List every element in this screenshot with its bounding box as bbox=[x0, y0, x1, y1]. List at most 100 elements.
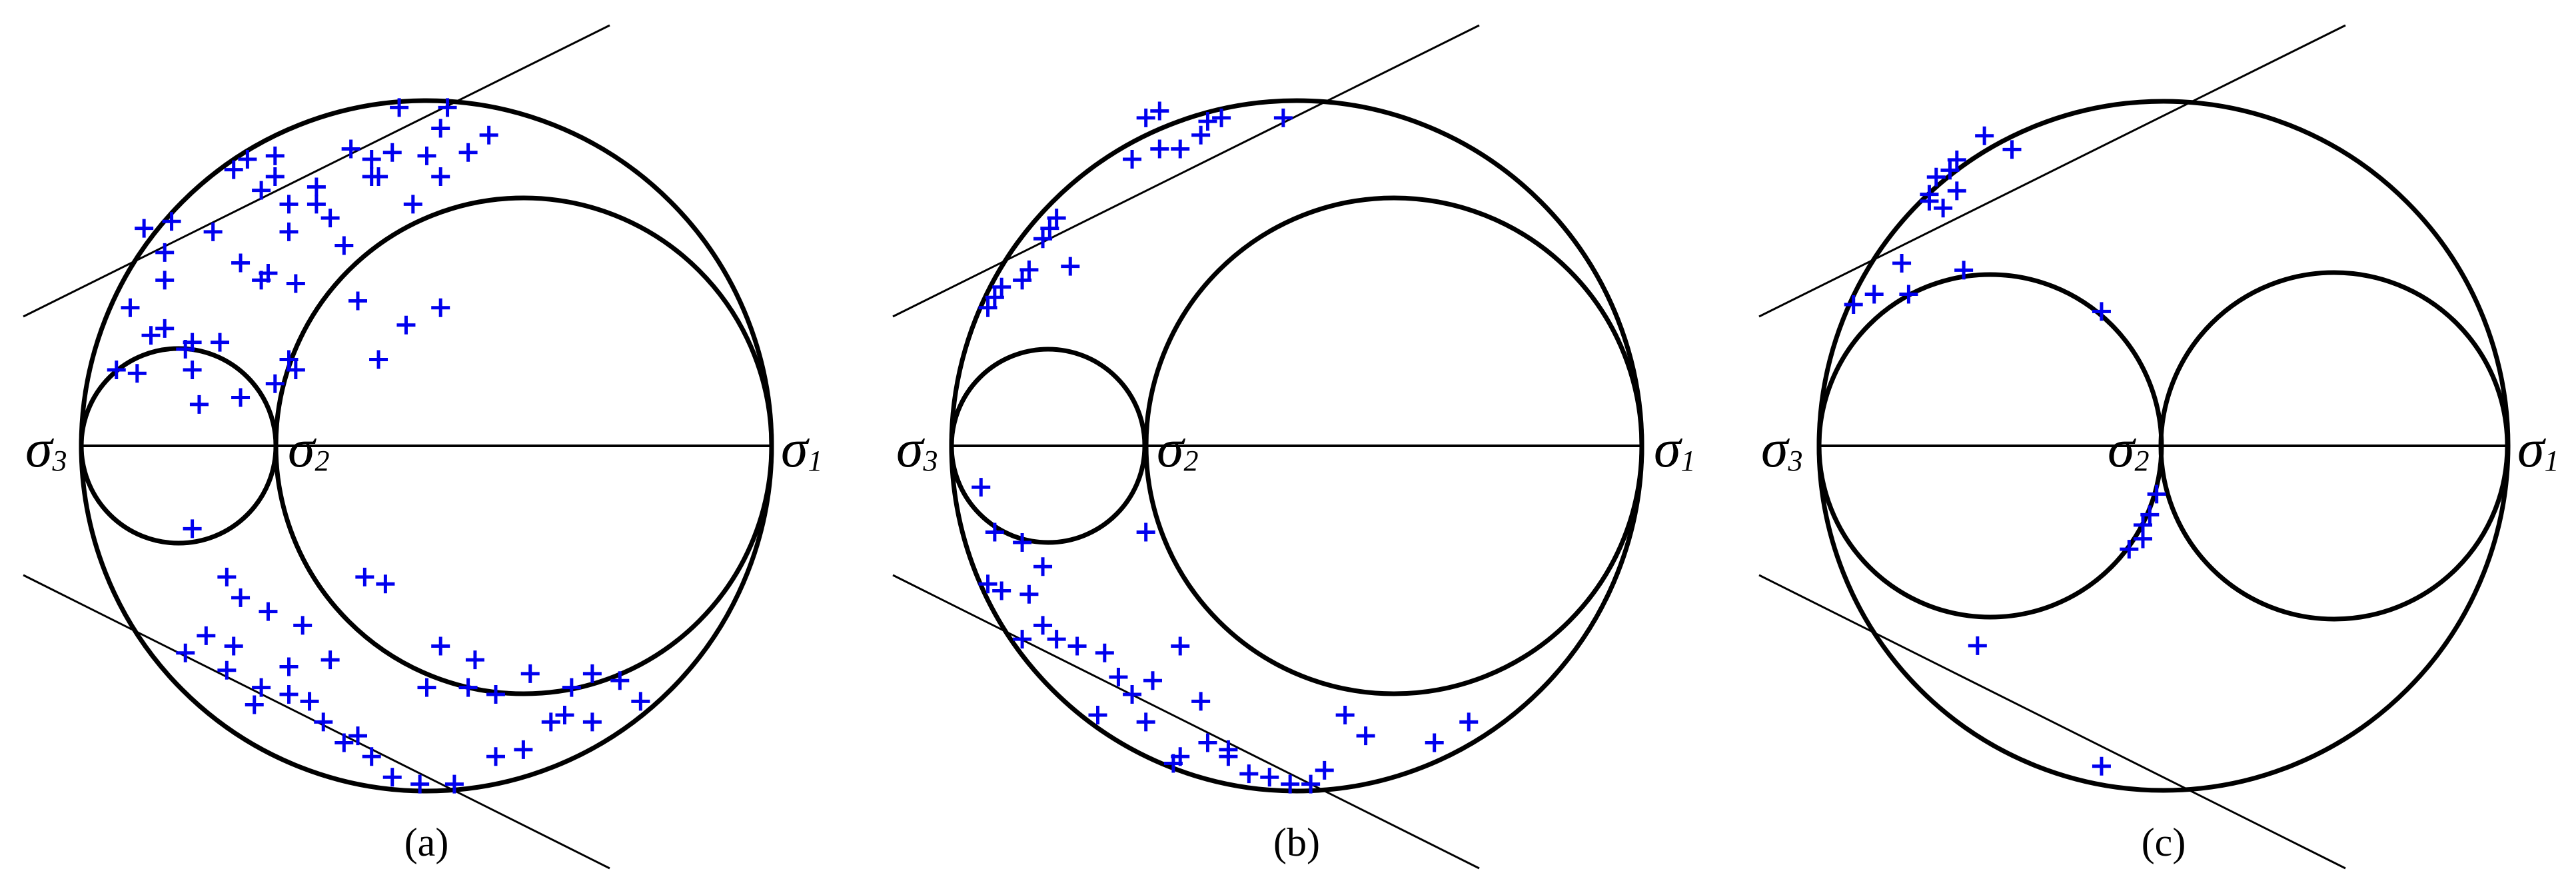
fracture-point-marker bbox=[1191, 692, 1211, 711]
fracture-point-marker bbox=[265, 374, 285, 393]
fracture-point-marker bbox=[1975, 126, 1994, 145]
fracture-point-marker bbox=[1940, 161, 1960, 180]
fracture-point-marker bbox=[631, 692, 650, 711]
fracture-point-marker bbox=[217, 660, 237, 680]
fracture-point-marker bbox=[176, 643, 195, 662]
fracture-point-marker bbox=[286, 274, 305, 293]
panel-c: σ3 σ2 σ1 (c) bbox=[1758, 24, 2559, 870]
fracture-point-marker bbox=[1061, 257, 1080, 276]
fracture-point-marker bbox=[1968, 636, 1987, 655]
fracture-point-marker bbox=[1040, 219, 1059, 238]
fracture-point-marker bbox=[217, 567, 237, 586]
fracture-point-marker bbox=[279, 657, 299, 676]
sigma2-label: σ2 bbox=[288, 418, 329, 478]
failure-envelope-lower bbox=[1758, 574, 2346, 870]
fracture-point-marker bbox=[1019, 584, 1039, 604]
fracture-point-marker bbox=[189, 395, 209, 414]
fracture-point-marker bbox=[224, 636, 243, 656]
fracture-point-marker bbox=[279, 195, 299, 214]
fracture-point-marker bbox=[417, 146, 436, 165]
fracture-point-marker bbox=[1136, 522, 1155, 542]
fracture-point-marker bbox=[252, 678, 271, 697]
fracture-point-marker bbox=[1171, 139, 1190, 159]
fracture-point-marker bbox=[121, 298, 140, 317]
fracture-point-marker bbox=[279, 350, 299, 369]
fracture-point-marker bbox=[2092, 302, 2111, 321]
sigma2-label: σ2 bbox=[2108, 418, 2149, 478]
fracture-point-marker bbox=[1047, 630, 1066, 649]
fracture-point-marker bbox=[224, 160, 243, 179]
fracture-point-marker bbox=[2147, 484, 2166, 504]
fracture-point-marker bbox=[293, 616, 313, 635]
fracture-point-marker bbox=[155, 243, 175, 262]
fracture-point-marker bbox=[307, 177, 326, 197]
fracture-point-marker bbox=[520, 664, 540, 683]
fracture-point-marker bbox=[1273, 108, 1293, 127]
fracture-point-marker bbox=[431, 119, 450, 138]
fracture-point-marker bbox=[1019, 260, 1039, 279]
sigma1-label: σ1 bbox=[781, 418, 822, 478]
fracture-point-marker bbox=[431, 636, 450, 656]
fracture-point-marker bbox=[231, 588, 251, 607]
fracture-point-marker bbox=[1047, 209, 1066, 228]
fracture-point-marker bbox=[183, 361, 202, 380]
fracture-point-marker bbox=[300, 692, 319, 711]
fracture-points-b bbox=[971, 101, 1479, 794]
fracture-point-marker bbox=[1315, 760, 1334, 780]
fracture-point-marker bbox=[183, 333, 202, 352]
fracture-point-marker bbox=[203, 222, 223, 241]
fracture-point-marker bbox=[431, 167, 450, 186]
fracture-point-marker bbox=[245, 695, 264, 714]
fracture-point-marker bbox=[1033, 557, 1053, 576]
fracture-point-marker bbox=[1123, 684, 1142, 704]
fracture-point-marker bbox=[107, 361, 126, 380]
fracture-point-marker bbox=[321, 650, 340, 670]
fracture-point-marker bbox=[1335, 706, 1355, 725]
fracture-point-marker bbox=[458, 143, 478, 162]
fracture-point-marker bbox=[438, 98, 457, 117]
fracture-point-marker bbox=[348, 291, 367, 311]
fracture-point-marker bbox=[985, 522, 1004, 542]
fracture-point-marker bbox=[1171, 636, 1190, 656]
fracture-point-marker bbox=[135, 219, 154, 238]
sigma1-label: σ1 bbox=[1654, 418, 1695, 478]
fracture-point-marker bbox=[2140, 505, 2160, 524]
fracture-point-marker bbox=[390, 98, 409, 117]
fracture-point-marker bbox=[971, 478, 991, 497]
fracture-point-marker bbox=[992, 277, 1011, 297]
fracture-point-marker bbox=[582, 712, 602, 732]
fracture-point-marker bbox=[1150, 139, 1169, 159]
fracture-point-marker bbox=[141, 326, 161, 345]
fracture-point-marker bbox=[259, 264, 278, 283]
fracture-point-marker bbox=[1198, 733, 1217, 752]
fracture-point-marker bbox=[265, 146, 285, 165]
panel-a: σ3 σ2 σ1 (a) bbox=[23, 24, 822, 870]
sigma1-label: σ1 bbox=[2517, 418, 2559, 478]
fracture-point-marker bbox=[1191, 125, 1211, 145]
fracture-point-marker bbox=[307, 195, 326, 214]
fracture-point-marker bbox=[355, 567, 374, 586]
fracture-point-marker bbox=[1198, 112, 1217, 131]
failure-envelope-upper bbox=[892, 24, 1480, 318]
panel-label-b: (b) bbox=[1273, 820, 1320, 864]
fracture-point-marker bbox=[410, 774, 430, 794]
fracture-point-marker bbox=[1356, 726, 1375, 746]
fracture-point-marker bbox=[382, 143, 402, 162]
fracture-point-marker bbox=[1947, 181, 1966, 201]
fracture-point-marker bbox=[1143, 671, 1162, 690]
fracture-point-marker bbox=[1844, 295, 1863, 315]
fracture-point-marker bbox=[1013, 533, 1032, 552]
fracture-point-marker bbox=[458, 678, 478, 697]
fracture-point-marker bbox=[582, 664, 602, 683]
fracture-point-marker bbox=[382, 768, 402, 787]
fracture-point-marker bbox=[362, 150, 381, 169]
fracture-point-marker bbox=[1088, 706, 1107, 725]
fracture-point-marker bbox=[314, 712, 333, 732]
fracture-point-marker bbox=[1926, 167, 1946, 187]
failure-envelope-lower bbox=[892, 574, 1480, 870]
fracture-point-marker bbox=[2002, 140, 2022, 159]
fracture-point-marker bbox=[183, 519, 202, 538]
fracture-point-marker bbox=[541, 712, 560, 732]
fracture-point-marker bbox=[985, 288, 1004, 307]
fracture-point-marker bbox=[1947, 150, 1966, 169]
